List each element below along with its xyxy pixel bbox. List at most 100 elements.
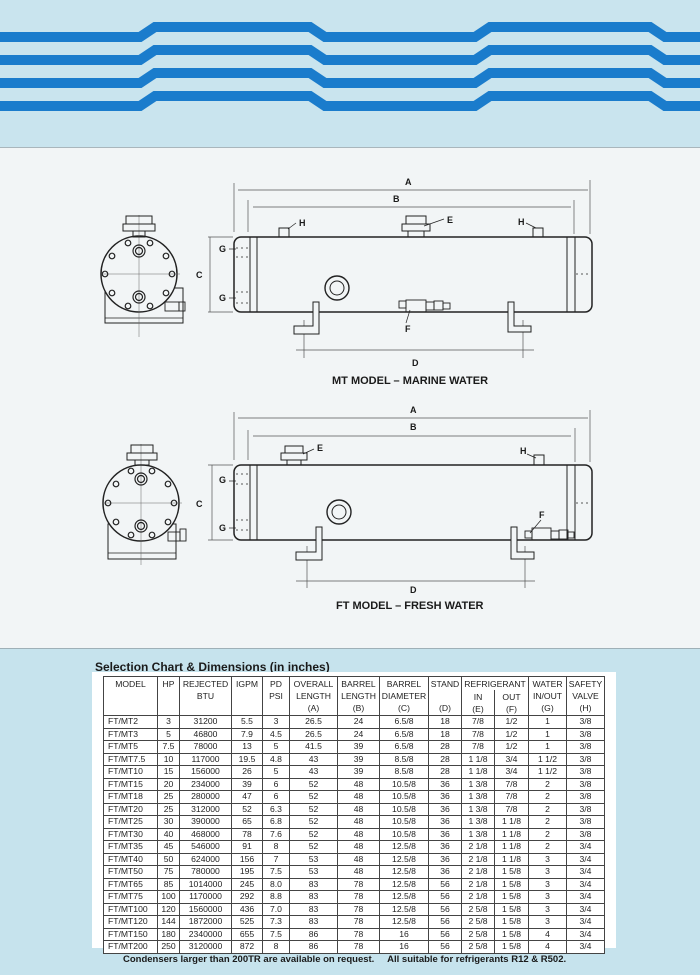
cell-overall-length: 52 — [289, 802, 338, 816]
cell-water-in-out: 1 1/2 — [528, 765, 567, 779]
cell-rejected-btu: 624000 — [179, 852, 232, 866]
cell-hp: 20 — [157, 777, 180, 791]
cell-igpm: 78 — [231, 827, 263, 841]
mt-label-e: E — [447, 215, 453, 225]
cell-barrel-diameter: 16 — [379, 940, 429, 954]
cell-overall-length: 53 — [289, 852, 338, 866]
cell-hp: 5 — [157, 727, 180, 741]
cell-stand: 28 — [428, 765, 462, 779]
cell-refrigerant-in: 1 3/8 — [461, 827, 495, 841]
cell-refrigerant-out: 3/4 — [494, 765, 529, 779]
cell-rejected-btu: 78000 — [179, 740, 232, 754]
cell-safety-valve: 3/8 — [566, 727, 605, 741]
cell-model: FT/MT10 — [103, 765, 158, 779]
cell-refrigerant-in: 1 3/8 — [461, 790, 495, 804]
cell-refrigerant-out: 1/2 — [494, 740, 529, 754]
cell-barrel-diameter: 12.5/8 — [379, 902, 429, 916]
cell-water-in-out: 3 — [528, 890, 567, 904]
cell-barrel-diameter: 10.5/8 — [379, 777, 429, 791]
cell-pd-psi: 7.5 — [262, 927, 290, 941]
cell-safety-valve: 3/8 — [566, 790, 605, 804]
cell-refrigerant-in: 7/8 — [461, 715, 495, 729]
cell-barrel-length: 48 — [337, 840, 380, 854]
cell-safety-valve: 3/4 — [566, 877, 605, 891]
cell-barrel-diameter: 12.5/8 — [379, 852, 429, 866]
cell-water-in-out: 2 — [528, 840, 567, 854]
cell-rejected-btu: 1170000 — [179, 890, 232, 904]
cell-hp: 85 — [157, 877, 180, 891]
cell-safety-valve: 3/8 — [566, 752, 605, 766]
mt-label-c: C — [196, 270, 203, 280]
cell-overall-length: 86 — [289, 927, 338, 941]
cell-model: FT/MT35 — [103, 840, 158, 854]
cell-refrigerant-in: 1 1/8 — [461, 765, 495, 779]
cell-barrel-length: 78 — [337, 902, 380, 916]
cell-refrigerant-in: 2 5/8 — [461, 915, 495, 929]
cell-water-in-out: 2 — [528, 777, 567, 791]
footer-note: Condensers larger than 200TR are availab… — [123, 954, 567, 965]
cell-refrigerant-in: 2 5/8 — [461, 927, 495, 941]
stripe-pattern-icon — [0, 22, 700, 111]
mt-caption: MT MODEL – MARINE WATER — [332, 375, 488, 387]
cell-rejected-btu: 2340000 — [179, 927, 232, 941]
mt-label-g-bottom: G — [219, 293, 226, 303]
cell-igpm: 872 — [231, 940, 263, 954]
cell-pd-psi: 8 — [262, 840, 290, 854]
cell-model: FT/MT150 — [103, 927, 158, 941]
cell-safety-valve: 3/4 — [566, 890, 605, 904]
cell-pd-psi: 5 — [262, 740, 290, 754]
cell-pd-psi: 4.5 — [262, 727, 290, 741]
cell-overall-length: 53 — [289, 865, 338, 879]
cell-igpm: 26 — [231, 765, 263, 779]
cell-refrigerant-out: 1 5/8 — [494, 877, 529, 891]
cell-refrigerant-out: 1 5/8 — [494, 940, 529, 954]
cell-refrigerant-in: 1 3/8 — [461, 802, 495, 816]
cell-igpm: 525 — [231, 915, 263, 929]
cell-overall-length: 83 — [289, 890, 338, 904]
cell-safety-valve: 3/4 — [566, 840, 605, 854]
ft-label-h: H — [520, 446, 527, 456]
cell-water-in-out: 4 — [528, 927, 567, 941]
cell-model: FT/MT75 — [103, 890, 158, 904]
cell-barrel-length: 48 — [337, 827, 380, 841]
cell-hp: 45 — [157, 840, 180, 854]
cell-safety-valve: 3/4 — [566, 927, 605, 941]
cell-overall-length: 52 — [289, 777, 338, 791]
cell-igpm: 13 — [231, 740, 263, 754]
cell-barrel-diameter: 8.5/8 — [379, 765, 429, 779]
cell-barrel-diameter: 12.5/8 — [379, 877, 429, 891]
cell-hp: 25 — [157, 790, 180, 804]
cell-igpm: 156 — [231, 852, 263, 866]
mt-label-h-right: H — [518, 217, 525, 227]
cell-water-in-out: 1 — [528, 715, 567, 729]
col-hp: HP — [157, 676, 180, 716]
col-stand: STAND (D) — [428, 676, 462, 716]
cell-refrigerant-in: 2 5/8 — [461, 902, 495, 916]
cell-rejected-btu: 1872000 — [179, 915, 232, 929]
cell-water-in-out: 3 — [528, 902, 567, 916]
mt-end-view-icon — [100, 215, 186, 337]
cell-hp: 25 — [157, 802, 180, 816]
cell-refrigerant-out: 7/8 — [494, 802, 529, 816]
cell-rejected-btu: 390000 — [179, 815, 232, 829]
cell-refrigerant-out: 7/8 — [494, 777, 529, 791]
cell-barrel-diameter: 12.5/8 — [379, 840, 429, 854]
cell-barrel-length: 78 — [337, 940, 380, 954]
cell-water-in-out: 3 — [528, 915, 567, 929]
cell-barrel-length: 48 — [337, 790, 380, 804]
cell-stand: 28 — [428, 752, 462, 766]
cell-igpm: 195 — [231, 865, 263, 879]
cell-rejected-btu: 234000 — [179, 777, 232, 791]
cell-refrigerant-in: 2 1/8 — [461, 877, 495, 891]
cell-water-in-out: 2 — [528, 790, 567, 804]
